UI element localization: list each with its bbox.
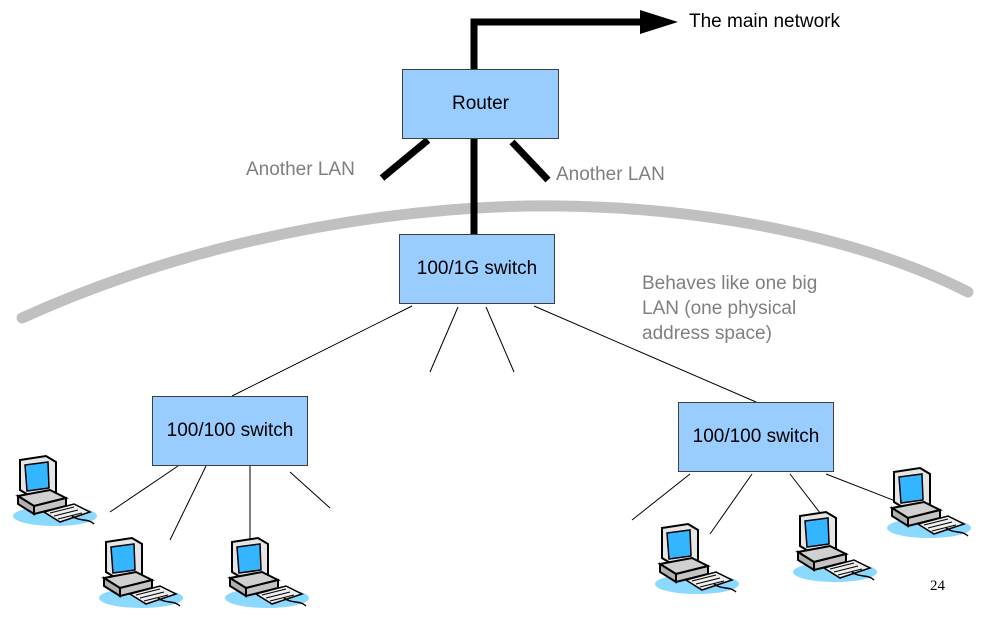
link-left-pc <box>109 465 179 513</box>
lan-note-line-1: Behaves like one big <box>642 273 818 294</box>
link-left-stub <box>289 471 331 509</box>
computer-icon <box>792 511 878 583</box>
another-lan-left-label: Another LAN <box>246 159 355 180</box>
right-switch-box: 100/100 switch <box>678 402 834 472</box>
page-number: 24 <box>930 578 945 594</box>
lan-boundary-arc <box>16 200 974 324</box>
another-lan-right-label: Another LAN <box>556 164 665 185</box>
computer-icon <box>98 537 184 609</box>
link-core-stub <box>485 306 515 373</box>
lan-note-line-2: LAN (one physical <box>642 298 797 319</box>
lan-note-line-3: address space) <box>642 323 772 344</box>
link-core-to-right-switch <box>533 305 757 403</box>
link-left-pc <box>169 465 207 541</box>
router-box: Router <box>402 69 559 139</box>
link-right-pc <box>789 473 825 519</box>
left-switch-box: 100/100 switch <box>152 396 308 466</box>
link-core-to-left-switch <box>231 305 413 397</box>
computer-icon <box>886 467 972 539</box>
link-right-pc <box>709 473 753 535</box>
link-core-stub <box>429 306 459 373</box>
link-another-lan-left <box>379 137 431 181</box>
computer-icon <box>654 523 740 595</box>
link-right-pc <box>825 473 899 503</box>
main-uplink <box>470 18 656 235</box>
link-right-stub <box>631 473 691 521</box>
core-switch-box: 100/1G switch <box>399 234 555 304</box>
computer-icon <box>224 537 310 609</box>
computer-icon <box>12 455 98 527</box>
main-network-label: The main network <box>689 11 841 32</box>
arrow-right-icon <box>640 10 678 34</box>
link-another-lan-right <box>509 139 551 183</box>
